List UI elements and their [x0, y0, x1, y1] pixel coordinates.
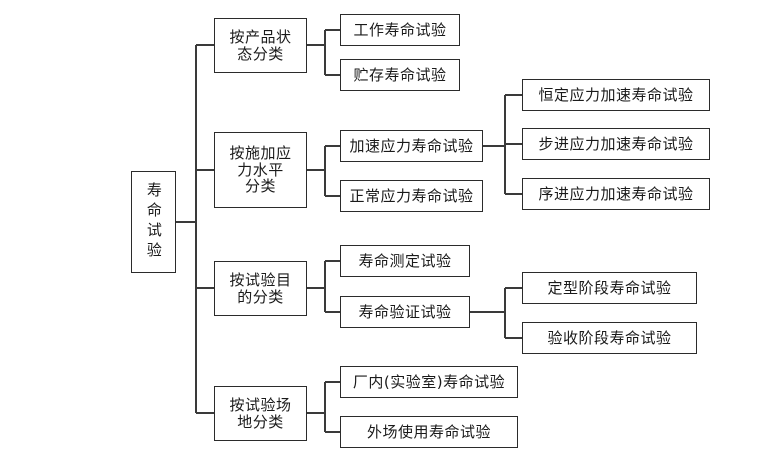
node-label: 寿命验证试验 — [358, 302, 452, 321]
node-in-plant-laboratory-life-test[interactable]: 厂内(实验室)寿命试验 — [340, 366, 518, 398]
node-branch-test-site[interactable]: 按试验场 地分类 — [214, 386, 307, 441]
node-progressive-stress-accelerated-life-test[interactable]: 序进应力加速寿命试验 — [522, 178, 710, 210]
node-label: 工作寿命试验 — [353, 20, 447, 39]
node-label: 贮存寿命试验 — [353, 65, 447, 84]
node-label: 按产品状 态分类 — [229, 27, 292, 63]
node-acceptance-stage-life-test[interactable]: 验收阶段寿命试验 — [522, 322, 697, 354]
node-working-life-test[interactable]: 工作寿命试验 — [340, 14, 460, 46]
node-life-determination-test[interactable]: 寿命测定试验 — [340, 245, 470, 277]
node-label: 正常应力寿命试验 — [349, 186, 474, 205]
node-accelerated-stress-life-test[interactable]: 加速应力寿命试验 — [340, 130, 483, 162]
node-label: 加速应力寿命试验 — [349, 136, 474, 155]
node-normal-stress-life-test[interactable]: 正常应力寿命试验 — [340, 180, 483, 212]
node-root[interactable]: 寿命试验 — [131, 171, 176, 273]
node-label: 定型阶段寿命试验 — [547, 278, 672, 297]
node-root-label: 寿命试验 — [144, 182, 163, 262]
node-label: 恒定应力加速寿命试验 — [538, 85, 694, 104]
node-constant-stress-accelerated-life-test[interactable]: 恒定应力加速寿命试验 — [522, 79, 710, 111]
node-label: 按施加应 力水平 分类 — [229, 143, 292, 196]
node-label: 寿命测定试验 — [358, 251, 452, 270]
node-storage-life-test[interactable]: 贮存寿命试验 — [340, 59, 460, 91]
node-branch-test-purpose[interactable]: 按试验目 的分类 — [214, 261, 307, 316]
node-step-stress-accelerated-life-test[interactable]: 步进应力加速寿命试验 — [522, 128, 710, 160]
node-life-verification-test[interactable]: 寿命验证试验 — [340, 296, 470, 328]
node-label: 按试验场 地分类 — [229, 395, 292, 431]
node-label: 序进应力加速寿命试验 — [538, 184, 694, 203]
node-field-use-life-test[interactable]: 外场使用寿命试验 — [340, 416, 518, 448]
node-label: 验收阶段寿命试验 — [547, 328, 672, 347]
node-finalization-stage-life-test[interactable]: 定型阶段寿命试验 — [522, 272, 697, 304]
node-label: 步进应力加速寿命试验 — [538, 134, 694, 153]
node-label: 厂内(实验室)寿命试验 — [352, 372, 506, 391]
node-branch-product-state[interactable]: 按产品状 态分类 — [214, 18, 307, 73]
node-label: 外场使用寿命试验 — [366, 422, 491, 441]
node-label: 按试验目 的分类 — [229, 270, 292, 306]
node-branch-stress-level[interactable]: 按施加应 力水平 分类 — [214, 132, 307, 208]
